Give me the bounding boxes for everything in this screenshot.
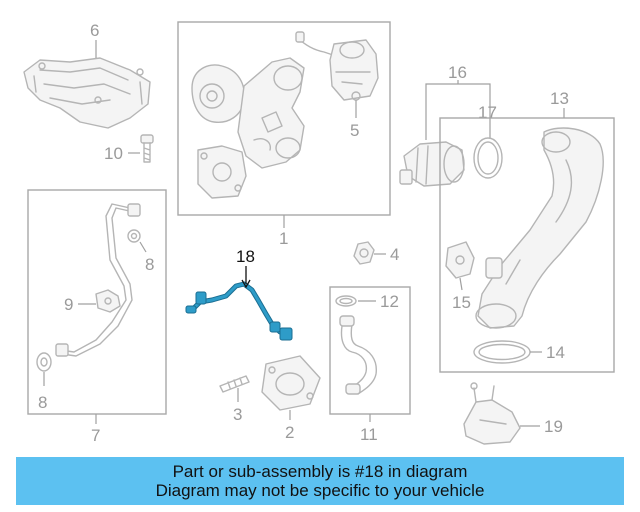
callout-2[interactable]: 2 xyxy=(285,423,294,442)
part-3-stud[interactable] xyxy=(219,375,250,393)
callout-16[interactable]: 16 xyxy=(448,63,467,82)
part-16-inlet-pipe[interactable] xyxy=(399,141,465,187)
part-15-sensor[interactable] xyxy=(445,241,503,279)
callout-17[interactable]: 17 xyxy=(478,103,497,122)
callout-19[interactable]: 19 xyxy=(544,417,563,436)
part-4-nut[interactable] xyxy=(353,241,375,265)
callout-7[interactable]: 7 xyxy=(91,426,100,445)
callout-3[interactable]: 3 xyxy=(233,405,242,424)
part-9-bracket[interactable] xyxy=(95,289,121,313)
callout-1[interactable]: 1 xyxy=(279,229,288,248)
part-8-washer-upper[interactable] xyxy=(127,229,141,243)
callout-5[interactable]: 5 xyxy=(350,121,359,140)
part-18-oil-feed-line[interactable] xyxy=(185,281,293,341)
callout-4[interactable]: 4 xyxy=(390,245,399,264)
callout-15[interactable]: 15 xyxy=(452,293,471,312)
banner-line-1: Part or sub-assembly is #18 in diagram xyxy=(172,462,468,481)
box-7-oil-line xyxy=(27,189,167,415)
callout-8-lower[interactable]: 8 xyxy=(38,393,47,412)
part-11-return-hose[interactable] xyxy=(339,315,377,395)
part-12-o-ring[interactable] xyxy=(335,295,357,307)
box-13-charge-pipe xyxy=(439,117,615,373)
part-10-bolt[interactable] xyxy=(140,134,154,163)
callout-13[interactable]: 13 xyxy=(550,89,569,108)
part-19-bracket[interactable] xyxy=(463,382,521,445)
callout-11[interactable]: 11 xyxy=(360,425,378,444)
callout-8-upper[interactable]: 8 xyxy=(145,255,154,274)
leader-8-upper xyxy=(139,241,147,253)
callout-18[interactable]: 18 xyxy=(236,247,255,266)
leader-15 xyxy=(459,277,463,291)
leader-18-arrow xyxy=(241,279,251,289)
banner-line-2: Diagram may not be specific to your vehi… xyxy=(155,481,485,500)
part-7-oil-line[interactable] xyxy=(55,203,141,357)
part-5-actuator[interactable] xyxy=(295,31,379,101)
callout-6[interactable]: 6 xyxy=(90,21,99,40)
part-1-turbocharger[interactable] xyxy=(191,57,305,199)
callout-12[interactable]: 12 xyxy=(380,292,399,311)
info-banner: Part or sub-assembly is #18 in diagram D… xyxy=(16,457,624,505)
callout-10[interactable]: 10 xyxy=(104,144,123,163)
part-8-washer-lower[interactable] xyxy=(36,352,52,372)
bracket-16 xyxy=(425,83,491,90)
callout-14[interactable]: 14 xyxy=(546,343,565,362)
part-2-gasket[interactable] xyxy=(261,355,321,411)
part-17-o-ring[interactable] xyxy=(473,137,503,179)
part-13-charge-pipe[interactable] xyxy=(475,127,604,329)
part-6-heat-shield[interactable] xyxy=(23,57,151,129)
part-14-o-ring[interactable] xyxy=(473,340,531,364)
callout-9[interactable]: 9 xyxy=(64,295,73,314)
